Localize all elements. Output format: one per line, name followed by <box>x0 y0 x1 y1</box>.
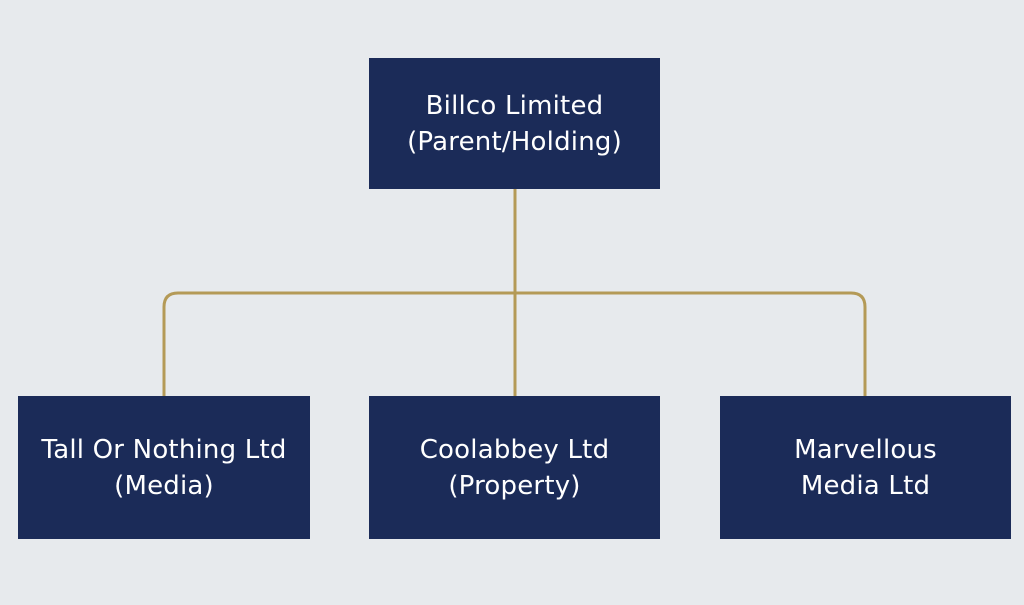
node-subtitle: (Media) <box>114 470 214 501</box>
node-title: Billco Limited <box>425 90 604 121</box>
connector-bus-left <box>162 291 517 398</box>
node-subtitle: Media Ltd <box>800 470 931 501</box>
node-tall-or-nothing-ltd: Tall Or Nothing Ltd (Media) <box>18 396 310 539</box>
node-title: Tall Or Nothing Ltd <box>41 434 287 465</box>
node-title: Marvellous <box>794 434 937 465</box>
node-coolabbey-ltd: Coolabbey Ltd (Property) <box>369 396 660 539</box>
node-subtitle: (Property) <box>448 470 581 501</box>
connector-bus-right <box>513 291 867 398</box>
node-billco-limited: Billco Limited (Parent/Holding) <box>369 58 660 189</box>
node-marvellous-media-ltd: Marvellous Media Ltd <box>720 396 1011 539</box>
node-subtitle: (Parent/Holding) <box>407 126 622 157</box>
node-title: Coolabbey Ltd <box>419 434 610 465</box>
